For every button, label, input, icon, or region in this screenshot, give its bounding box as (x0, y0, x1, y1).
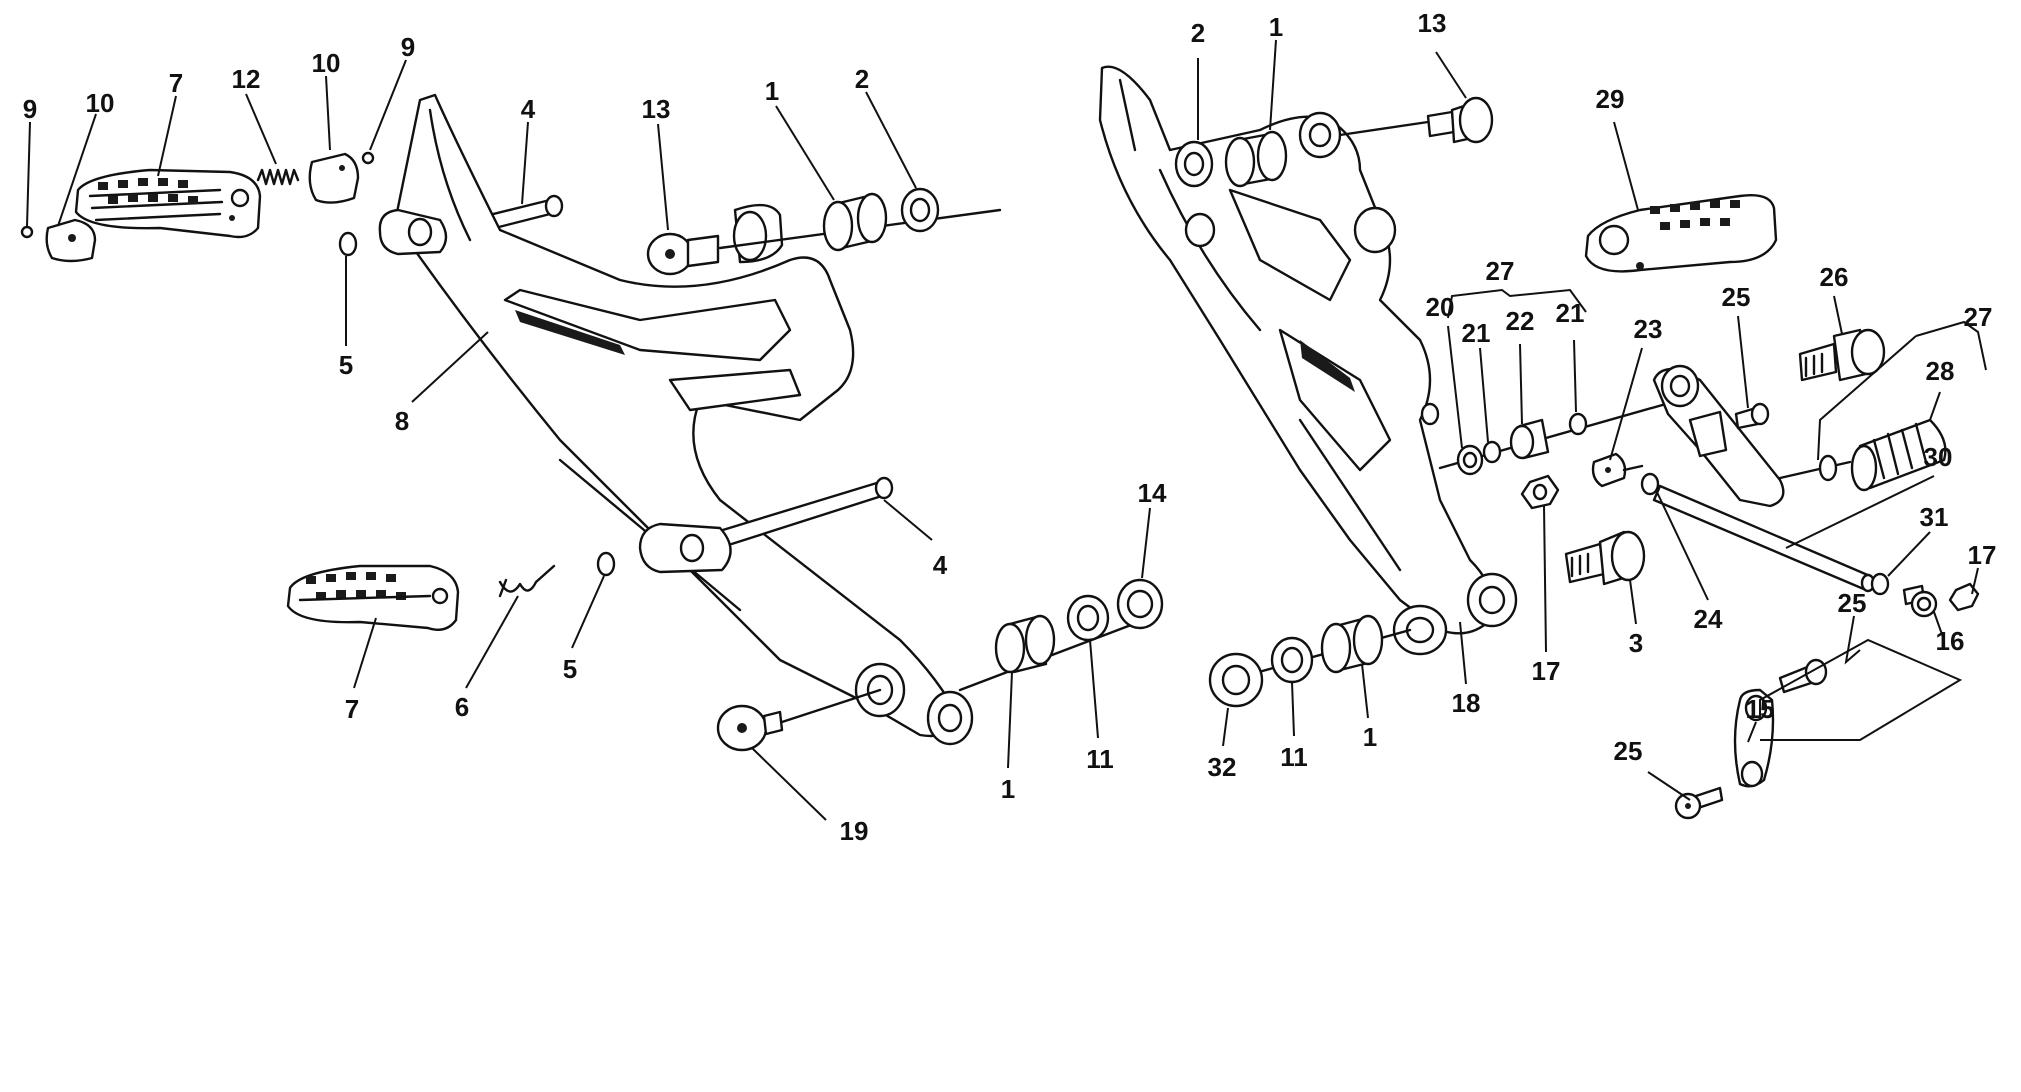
bolt-25-lower (1674, 786, 1724, 820)
bolt-26 (1798, 328, 1886, 382)
callout-label: 30 (1924, 442, 1953, 472)
nut-17-left (1520, 474, 1560, 510)
bolt-13-right (1426, 96, 1494, 144)
callout-label: 18 (1452, 688, 1481, 718)
bushing-1-upper (822, 192, 888, 252)
bolt-13-upper (646, 203, 784, 276)
left-footpeg-assembly (20, 93, 1164, 752)
bolt-16 (1902, 584, 1938, 618)
bushing-1-top (1224, 130, 1288, 188)
callout-label: 28 (1926, 356, 1955, 386)
callout-label: 2 (1191, 18, 1205, 48)
washer-5-upper (338, 231, 358, 257)
callout-label: 5 (339, 350, 353, 380)
spring-12 (256, 168, 300, 186)
right-bracket (1098, 65, 1518, 656)
callout-label: 4 (933, 550, 948, 580)
bracket-upper-pivot (378, 208, 448, 256)
washer-24 (1640, 472, 1660, 496)
brake-pedal-27 (1652, 364, 1785, 508)
callout-label: 7 (169, 68, 183, 98)
bolt-3 (1564, 530, 1646, 586)
pin-4-lower (688, 476, 894, 558)
callout-label: 26 (1820, 262, 1849, 292)
callout-label: 25 (1614, 736, 1643, 766)
lower-footpeg-7 (286, 564, 460, 631)
callout-label: 11 (1086, 744, 1114, 774)
bushing-1-lower (994, 614, 1056, 674)
callout-label: 19 (840, 816, 869, 846)
callout-label: 29 (1596, 84, 1625, 114)
callout-label: 2 (855, 64, 869, 94)
upper-footpeg-7 (74, 168, 262, 239)
callout-label: 6 (455, 692, 469, 722)
clip-21b (1568, 412, 1588, 436)
clip-21a (1482, 440, 1502, 464)
callout-label: 21 (1556, 298, 1585, 328)
spacer-22 (1509, 418, 1550, 460)
callout-label: 27 (1964, 302, 1993, 332)
callout-label: 7 (345, 694, 359, 724)
callout-label: 9 (401, 32, 415, 62)
callout-label: 3 (1629, 628, 1643, 658)
callout-label: 14 (1138, 478, 1167, 508)
callout-label: 13 (1418, 8, 1447, 38)
callout-label: 25 (1722, 282, 1751, 312)
callout-label: 17 (1968, 540, 1997, 570)
right-rearset-assembly (1098, 65, 1980, 820)
callout-label: 8 (395, 406, 409, 436)
footpeg-29 (1584, 194, 1778, 273)
ball-9-left (20, 225, 34, 239)
bolt-25-upper (1734, 402, 1770, 430)
callout-label: 9 (23, 94, 37, 124)
leader-lines (26, 39, 1987, 821)
nut-17-right (1948, 582, 1980, 612)
callout-label: 5 (563, 654, 577, 684)
callout-label: 1 (1001, 774, 1015, 804)
pedal-rubber-28 (1778, 418, 1947, 492)
callout-label: 10 (86, 88, 115, 118)
callout-label: 16 (1936, 626, 1965, 656)
callout-label: 17 (1532, 656, 1561, 686)
callout-label: 1 (765, 76, 779, 106)
callout-label: 32 (1208, 752, 1237, 782)
callout-label: 25 (1838, 588, 1867, 618)
bracket-lower-pivot (638, 522, 732, 574)
callout-label: 1 (1363, 722, 1377, 752)
callout-label: 1 (1269, 12, 1283, 42)
spring-6 (498, 564, 556, 598)
callout-label: 11 (1280, 742, 1308, 772)
callout-label: 4 (521, 94, 536, 124)
spacer-32 (1208, 652, 1264, 708)
washer-5-lower (596, 551, 616, 577)
clevis-23 (1591, 452, 1644, 488)
callout-label: 13 (642, 94, 671, 124)
callout-label: 22 (1506, 306, 1535, 336)
callout-label: 31 (1920, 502, 1949, 532)
ball-9 (361, 151, 375, 165)
callout-label: 10 (312, 48, 341, 78)
block-10 (308, 152, 360, 204)
callout-labels: 9 10 7 12 10 9 4 5 8 13 1 2 14 4 7 6 5 1… (23, 8, 1997, 846)
callout-label: 23 (1634, 314, 1663, 344)
callout-label: 12 (232, 64, 261, 94)
bushing-1-right-lower (1320, 614, 1384, 674)
callout-label: 15 (1746, 694, 1775, 724)
main-bracket-8 (393, 93, 962, 738)
callout-label: 21 (1462, 318, 1491, 348)
callout-label: 24 (1694, 604, 1723, 634)
washer-31 (1870, 572, 1890, 596)
callout-label: 20 (1426, 292, 1455, 322)
bolt-19 (716, 704, 784, 752)
callout-label: 27 (1486, 256, 1515, 286)
